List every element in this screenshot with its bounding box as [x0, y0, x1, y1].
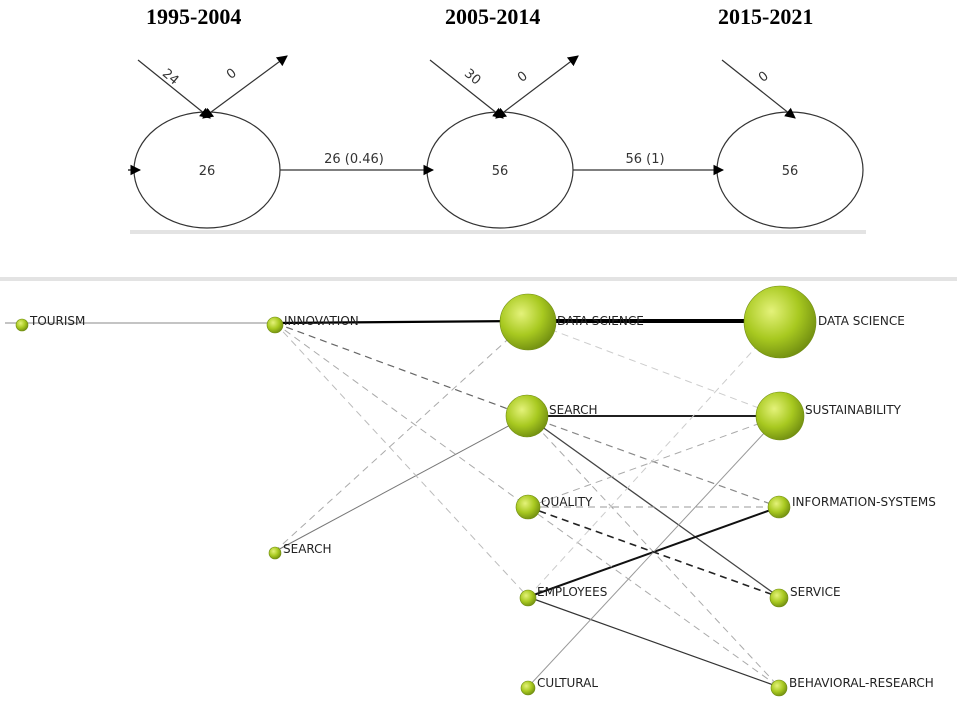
- incoming-label-2b: 0: [515, 69, 531, 86]
- theme-label: CULTURAL: [537, 676, 598, 690]
- theme-node: [519, 589, 537, 607]
- link: [527, 506, 780, 688]
- theme-node: [266, 316, 284, 334]
- theme-label: EMPLOYEES: [537, 585, 607, 599]
- period-count-3: 56: [782, 164, 799, 179]
- theme-label: TOURISM: [29, 314, 85, 328]
- link: [274, 319, 529, 325]
- incoming-label-2a: 30: [461, 66, 483, 88]
- separator-top: [130, 230, 866, 234]
- theme-label: SEARCH: [549, 403, 598, 417]
- theme-nodes: TOURISM INNOVATION SEARCH DATA SCIENCE S…: [15, 285, 936, 697]
- theme-label: QUALITY: [541, 495, 593, 509]
- incoming-arrow-2b: [495, 55, 579, 119]
- period-count-2: 56: [492, 164, 509, 179]
- period-label-2015-2021: 2015-2021: [718, 4, 814, 29]
- theme-links: [5, 319, 781, 688]
- transition-label-1: 26 (0.46): [324, 152, 384, 167]
- theme-node: [505, 394, 549, 438]
- theme-label: SUSTAINABILITY: [805, 403, 902, 417]
- period-count-1: 26: [199, 164, 216, 179]
- link: [274, 322, 528, 417]
- incoming-arrow-1a: [137, 59, 211, 119]
- theme-label: INFORMATION-SYSTEMS: [792, 495, 936, 509]
- link: [527, 320, 781, 417]
- link: [274, 322, 529, 598]
- link: [527, 506, 780, 598]
- theme-node: [755, 391, 805, 441]
- theme-node: [769, 588, 789, 608]
- theme-node: [268, 546, 282, 560]
- link: [274, 322, 529, 508]
- incoming-label-1b: 0: [224, 66, 240, 83]
- link: [273, 415, 528, 553]
- incoming-arrow-1b: [202, 55, 288, 119]
- transition-label-2: 56 (1): [625, 152, 664, 167]
- theme-node: [15, 318, 29, 332]
- theme-label: DATA SCIENCE: [818, 314, 905, 328]
- period-label-1995-2004: 1995-2004: [146, 4, 242, 29]
- theme-node: [767, 495, 791, 519]
- link: [527, 596, 780, 688]
- theme-node: [515, 494, 541, 520]
- separator-middle: [0, 277, 957, 281]
- link: [527, 415, 781, 508]
- link: [527, 320, 781, 598]
- period-label-2005-2014: 2005-2014: [445, 4, 541, 29]
- incoming-label-1a: 24: [159, 66, 181, 88]
- theme-node: [520, 680, 536, 696]
- theme-label: SEARCH: [283, 542, 332, 556]
- theme-label: INNOVATION: [284, 314, 359, 328]
- incoming-arrow-2a: [429, 59, 504, 119]
- evolution-overview: 26 56 56 26 (0.46) 56 (1) 24 0 30 0 0: [128, 55, 866, 234]
- theme-node: [743, 285, 817, 359]
- theme-label: BEHAVIORAL-RESEARCH: [789, 676, 934, 690]
- theme-label: DATA SCIENCE: [557, 314, 644, 328]
- incoming-arrow-3a: [721, 59, 796, 119]
- link: [273, 320, 529, 553]
- incoming-label-3a: 0: [756, 69, 772, 86]
- theme-label: SERVICE: [790, 585, 841, 599]
- theme-node: [770, 679, 788, 697]
- theme-node: [499, 293, 557, 351]
